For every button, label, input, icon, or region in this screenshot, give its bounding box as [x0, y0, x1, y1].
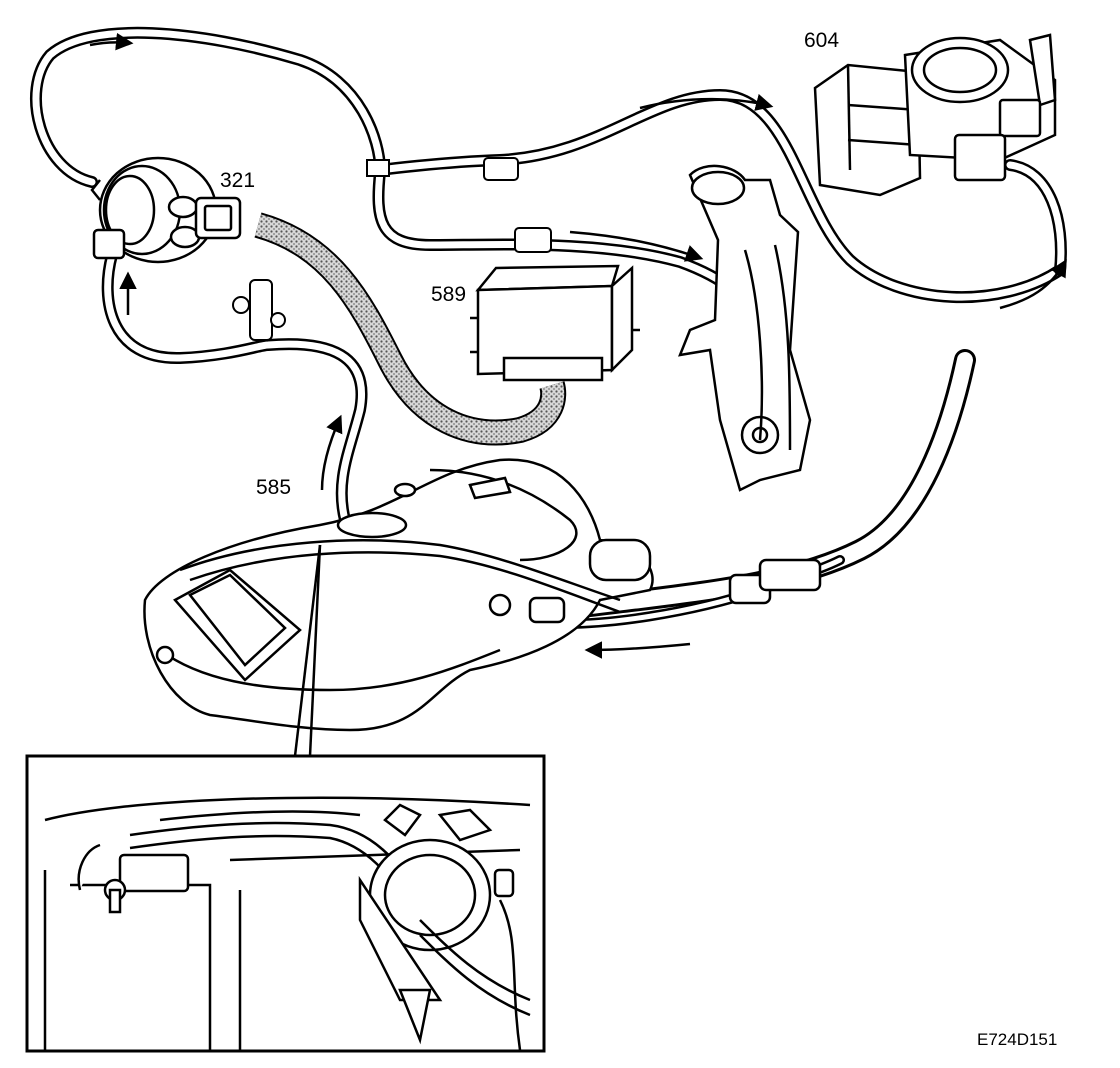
callout-321: 321: [220, 169, 256, 192]
connector-lower: [514, 227, 552, 253]
throttle-body: [813, 33, 1057, 197]
callout-589: 589: [431, 283, 467, 306]
control-module: [470, 264, 640, 382]
inset-leader-lines: [293, 544, 322, 757]
callout-585: 585: [256, 476, 292, 499]
callout-604: 604: [804, 29, 840, 52]
connector-upper: [483, 157, 519, 181]
evap-valve: [90, 156, 242, 264]
arrow-branch: [569, 230, 704, 262]
arrow-top-left: [89, 32, 134, 51]
intake-bracket: [678, 164, 812, 492]
flow-arrows: [89, 32, 1067, 659]
tee-fitting: [366, 159, 390, 177]
hose-connectors: [366, 157, 552, 253]
document-reference: E724D151: [977, 1030, 1058, 1049]
arrow-right-return: [999, 258, 1067, 310]
detail-inset: [25, 754, 546, 1053]
hose-clip: [232, 279, 286, 341]
arrow-tank-up: [320, 414, 343, 491]
arrow-top-right: [639, 93, 774, 111]
fuel-tank: [143, 458, 822, 732]
arrow-tank-return: [584, 641, 691, 659]
